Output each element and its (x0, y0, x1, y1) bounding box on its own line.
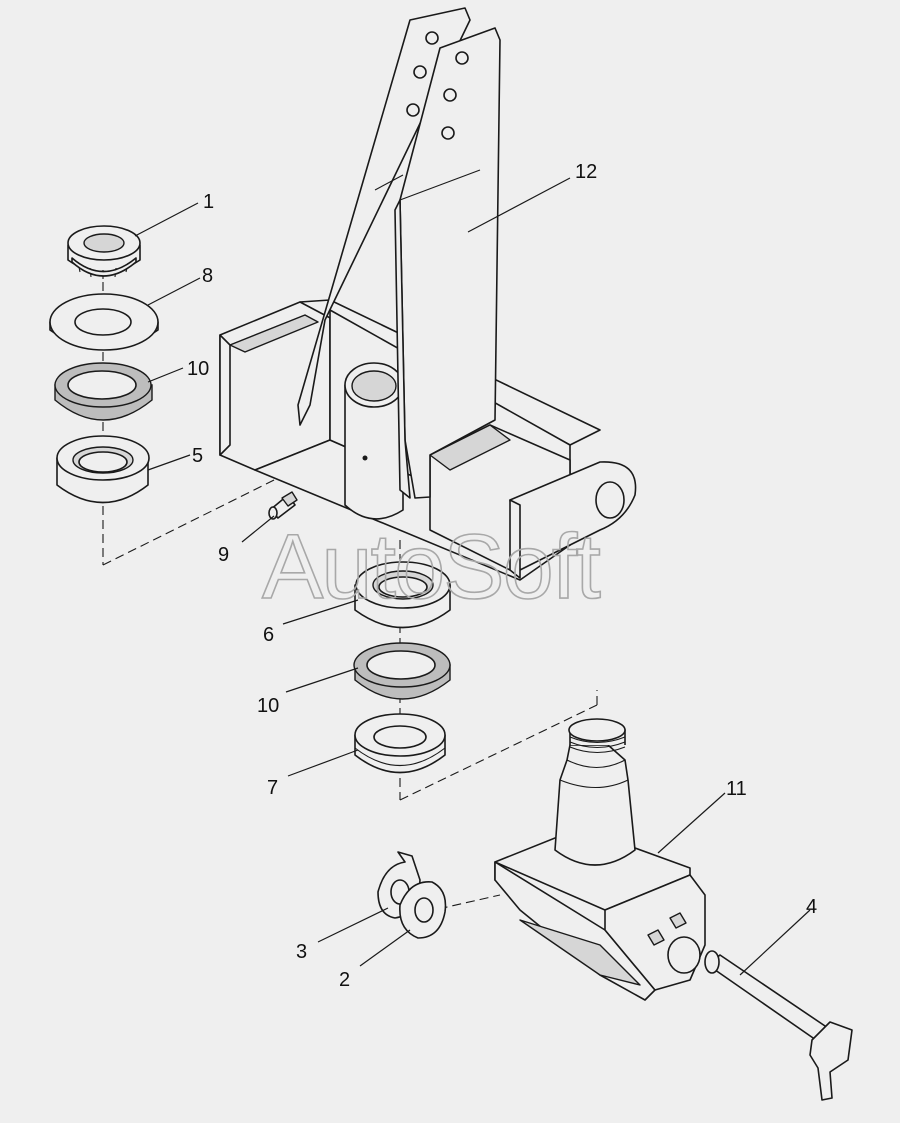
part-12-bracket (219, 7, 637, 581)
watermark-text: AutoSoft (262, 516, 600, 618)
callout-10-lower: 10 (257, 695, 279, 717)
callout-12: 12 (575, 161, 597, 183)
part-10-seal-lower (353, 642, 451, 700)
part-7-spacer-ring (354, 713, 446, 774)
part-10-seal-upper (54, 362, 153, 421)
part-4-king-pin (704, 950, 853, 1101)
part-9-grease-fitting (268, 491, 298, 520)
callout-9: 9 (218, 544, 229, 566)
callout-4: 4 (806, 896, 817, 918)
leader-lines (134, 177, 811, 976)
part-6-bearing (354, 561, 451, 629)
part-5-bearing (56, 435, 150, 504)
callout-10-upper: 10 (187, 358, 209, 380)
part-8-washer (49, 293, 159, 351)
part-11-knuckle (494, 718, 706, 1001)
callout-1: 1 (203, 191, 214, 213)
callout-8: 8 (202, 265, 213, 287)
callout-5: 5 (192, 445, 203, 467)
callout-labels: 1 8 10 5 9 6 10 7 12 11 4 3 2 (187, 161, 817, 991)
callout-6: 6 (263, 624, 274, 646)
part-2-washer (399, 881, 447, 939)
callout-3: 3 (296, 941, 307, 963)
part-1-nut (67, 225, 141, 279)
callout-7: 7 (267, 777, 278, 799)
callout-2: 2 (339, 969, 350, 991)
callout-11: 11 (726, 778, 747, 800)
